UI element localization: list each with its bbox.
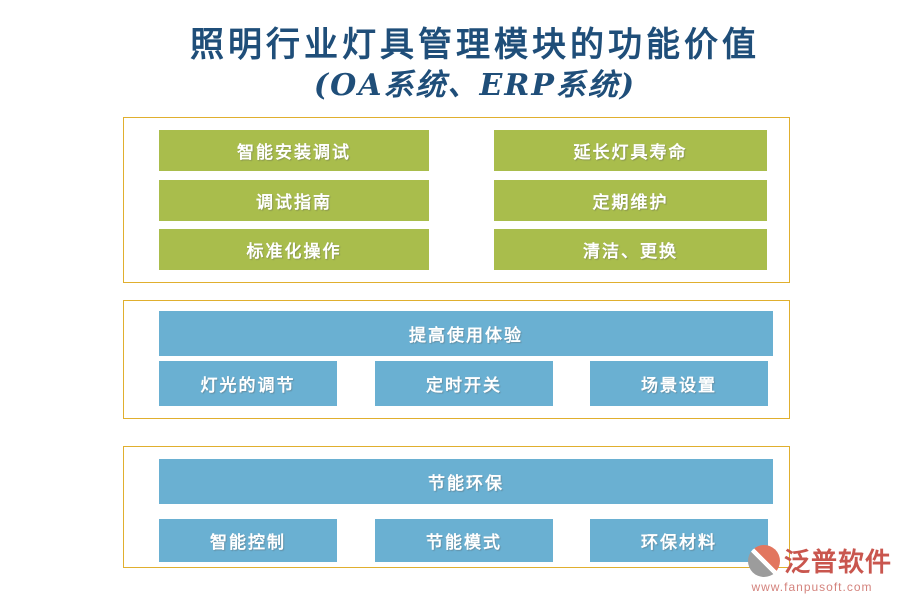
panel-installation-maintenance: 智能安装调试 调试指南 标准化操作 延长灯具寿命 定期维护 清洁、更换 <box>123 117 790 283</box>
box-smart-install-debug: 智能安装调试 <box>159 130 429 171</box>
fanpu-logo-icon <box>747 544 780 577</box>
box-regular-maintenance: 定期维护 <box>494 180 767 221</box>
brand-url: www.fanpusoft.com <box>751 580 873 594</box>
box-debug-guide: 调试指南 <box>159 180 429 221</box>
panel-energy-saving: 节能环保 智能控制 节能模式 环保材料 <box>123 446 790 568</box>
panel-user-experience: 提高使用体验 灯光的调节 定时开关 场景设置 <box>123 300 790 419</box>
box-timer-switch: 定时开关 <box>375 361 553 406</box>
box-light-adjustment: 灯光的调节 <box>159 361 337 406</box>
box-clean-replace: 清洁、更换 <box>494 229 767 270</box>
banner-energy-saving: 节能环保 <box>159 459 773 504</box>
page-title-line1: 照明行业灯具管理模块的功能价值 <box>190 25 760 65</box>
box-energy-mode: 节能模式 <box>375 519 553 562</box>
brand-watermark: 泛普软件 www.fanpusoft.com <box>732 542 892 594</box>
banner-improve-experience: 提高使用体验 <box>159 311 773 356</box>
box-standard-operation: 标准化操作 <box>159 229 429 270</box>
box-smart-control: 智能控制 <box>159 519 337 562</box>
page-title: 照明行业灯具管理模块的功能价值 (OA系统、ERP系统) <box>50 24 900 104</box>
box-eco-material: 环保材料 <box>590 519 768 562</box>
box-scene-setting: 场景设置 <box>590 361 768 406</box>
brand-name: 泛普软件 <box>783 548 892 578</box>
box-extend-lamp-life: 延长灯具寿命 <box>494 130 767 171</box>
page-title-line2: (OA系统、ERP系统) <box>313 67 637 103</box>
